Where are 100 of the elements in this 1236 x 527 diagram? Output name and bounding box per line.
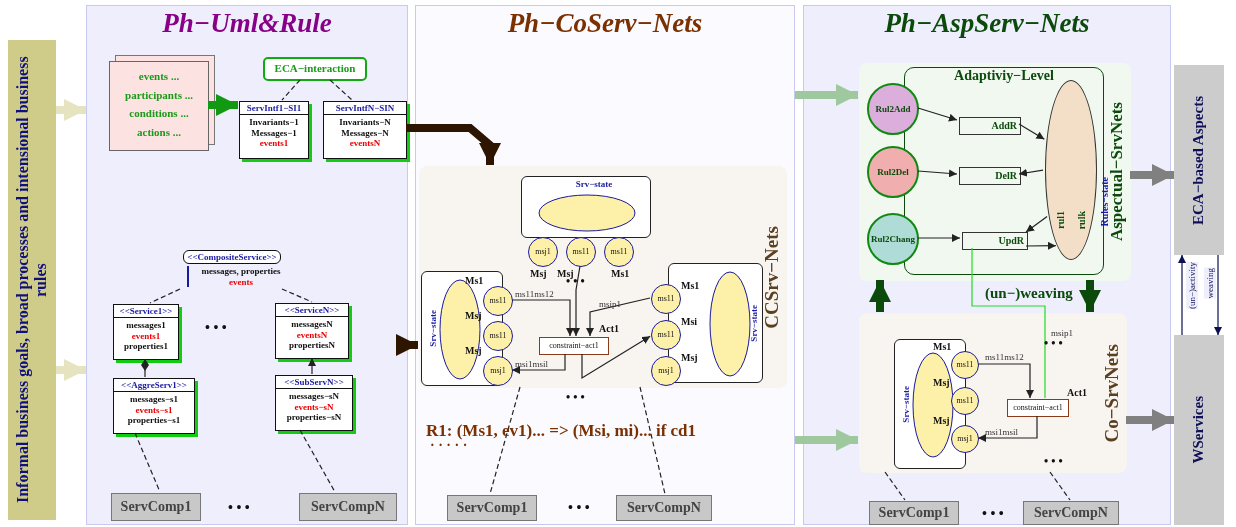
block-arrow	[208, 94, 238, 116]
rule-circle	[867, 213, 919, 265]
node-label: messages−sN	[287, 391, 341, 402]
place-label: Ms1	[465, 275, 484, 286]
node-label: rulk	[1076, 210, 1088, 229]
rule-text: R1: (Ms1, ev1)... => (Msi, mi)... if cd1	[426, 421, 697, 441]
place-label: Msi	[681, 316, 698, 327]
place-label: Msj	[557, 268, 574, 279]
node-label: ms11	[956, 360, 974, 370]
dashed-line	[281, 79, 301, 101]
edge-label: weaving	[1204, 268, 1216, 299]
component-box	[616, 495, 712, 521]
ellipsis-dots: • • •	[566, 390, 585, 405]
heading-text: Informal business goals, broad processes and intensional business rules	[13, 55, 50, 506]
block-arrow	[56, 99, 86, 121]
node-label: ms11	[489, 296, 507, 306]
place-label: Rules−state	[1099, 177, 1110, 227]
block-arrow	[1079, 280, 1101, 312]
node-label: ServCompN	[1034, 504, 1108, 522]
node-label: properties1	[123, 341, 169, 352]
stereotype-title: ServIntfN−SIN	[324, 102, 406, 116]
ellipsis-dots: • • •	[982, 506, 1004, 522]
ellipsis-dots: • • •	[228, 500, 250, 516]
dashed-line	[149, 288, 181, 304]
node-label: properties−s1	[126, 415, 182, 426]
node-label: ms11	[657, 330, 675, 340]
block-arrow	[869, 280, 891, 312]
node-label: AddR	[991, 120, 1017, 132]
node-label: Srv−state	[574, 179, 614, 190]
rule-circle	[867, 83, 919, 135]
node-label: Rul2Add	[875, 103, 911, 115]
node-label: Messages−1	[250, 127, 298, 139]
node-label: ms11	[572, 247, 590, 257]
node-label: ServComp1	[878, 504, 950, 522]
node-label: messages, properties	[187, 266, 293, 277]
class-box	[113, 378, 195, 434]
node-label: constraint−act1	[1013, 403, 1063, 413]
node-label: ms11	[610, 247, 628, 257]
arrow	[917, 234, 961, 242]
node-label: messagesN	[290, 319, 334, 330]
stereotype-title: <<CompositeService>>	[183, 250, 281, 265]
transition-box	[962, 232, 1028, 250]
phase-panel	[415, 5, 795, 525]
block-arrow	[1130, 164, 1174, 186]
arrow	[511, 299, 574, 337]
node-label: events1	[130, 330, 162, 342]
phase-panel	[86, 5, 408, 525]
component-box	[1023, 501, 1119, 525]
edge-label: (un−)weaving	[984, 285, 1074, 302]
heading-text: ECA−based Aspects	[1190, 95, 1208, 225]
node-label: eventsN	[295, 329, 329, 341]
class-box	[323, 101, 407, 159]
node-label: Invariants−N	[338, 117, 392, 128]
dashed-line	[299, 429, 336, 493]
state-box	[521, 176, 651, 238]
place-circle	[566, 237, 596, 267]
node-label: eventsN	[348, 138, 382, 149]
rule-circle	[867, 146, 919, 198]
class-box	[113, 304, 179, 360]
place-label: Ms1	[611, 268, 630, 279]
arrow	[308, 357, 316, 375]
node-label: events−sN	[293, 401, 335, 413]
constraint-box	[1007, 399, 1069, 417]
dashed-line	[329, 79, 353, 101]
arrow	[511, 353, 566, 374]
platform-box	[1174, 65, 1224, 255]
block-arrow	[795, 84, 858, 106]
node-label: Srv−state	[901, 385, 912, 423]
stereotype-title: ServIntf1−SI1	[240, 102, 308, 116]
platform-box	[1174, 335, 1224, 525]
ellipsis-dots: • • •	[1044, 336, 1063, 351]
panel-title: Ph−AspServ−Nets	[883, 8, 1091, 40]
node-label: messages1	[125, 320, 167, 331]
node-label: ServComp1	[120, 498, 192, 516]
node-label: participants ...	[124, 88, 194, 102]
place-circle	[604, 237, 634, 267]
panel-title: CCSrv−Nets	[761, 225, 783, 329]
block-arrow	[396, 334, 418, 356]
stereotype-title: <<AggreServ1>>	[114, 379, 194, 393]
node-label: Srv−state	[748, 304, 759, 342]
stereotype-title: <<ServiceN>>	[276, 304, 348, 318]
place-label: Msj	[933, 415, 950, 426]
arrow	[917, 107, 958, 122]
node-label: msj1	[535, 247, 551, 257]
dashed-line	[639, 386, 666, 495]
node-label: ECA−interaction	[273, 62, 357, 75]
component-box	[111, 493, 201, 521]
class-box	[239, 101, 309, 159]
banner	[8, 40, 56, 520]
block-arrow	[1126, 409, 1174, 431]
dashed-line	[489, 386, 521, 495]
component-box	[447, 495, 537, 521]
block-arrow	[406, 124, 501, 165]
node-label: conditions ...	[128, 107, 190, 120]
node-label: ms11	[489, 331, 507, 341]
place-label: Msj	[681, 352, 698, 363]
node-label: msj1	[957, 434, 973, 444]
dashed-line	[281, 288, 313, 303]
arrow	[581, 335, 651, 380]
transition-box	[959, 117, 1021, 135]
